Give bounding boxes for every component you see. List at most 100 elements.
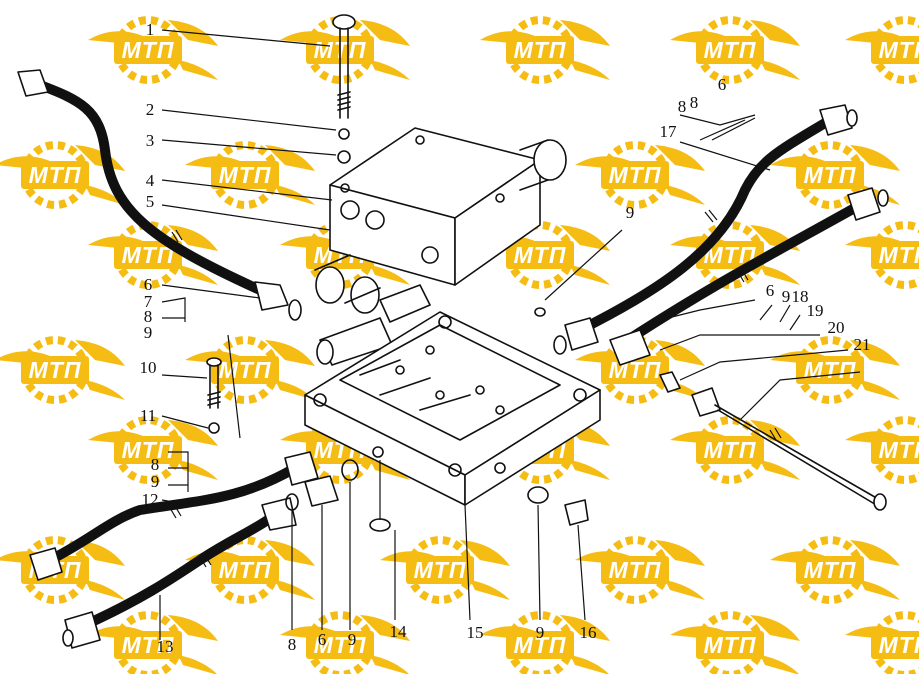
part-number-label: 6 — [718, 75, 727, 94]
part-number-label: 9 — [536, 623, 545, 642]
part-number-label: 15 — [467, 623, 484, 642]
watermark-text: МТП — [122, 37, 175, 63]
watermark-text: МТП — [704, 632, 757, 658]
watermark-logo: МТП — [185, 536, 315, 604]
watermark-text: МТП — [514, 632, 567, 658]
watermark-text: МТП — [29, 357, 82, 383]
part-number-label: 9 — [151, 472, 160, 491]
bolt-top — [332, 14, 356, 164]
watermark-text: МТП — [29, 162, 82, 188]
watermark-logo: МТП — [845, 416, 919, 484]
watermark-logo: МТП — [88, 16, 218, 84]
watermark-text: МТП — [514, 242, 567, 268]
watermark-logo: МТП — [575, 141, 705, 209]
part-number-label: 9 — [782, 287, 791, 306]
watermark-text: МТП — [414, 557, 467, 583]
watermark-logo: МТП — [185, 336, 315, 404]
part-number-label: 6 — [318, 630, 327, 649]
watermark-logo: МТП — [88, 416, 218, 484]
part-number-label: 9 — [144, 323, 153, 342]
part-number-label: 8 — [690, 93, 699, 112]
watermark-text: МТП — [314, 632, 367, 658]
watermark-logo: МТП — [280, 611, 410, 679]
part-number-label: 20 — [828, 318, 845, 337]
part-number-label: 11 — [140, 406, 156, 425]
break-marks — [169, 209, 782, 568]
hose-upper-right — [553, 104, 858, 355]
hose-lower-left — [29, 451, 319, 581]
watermark-logo: МТП — [845, 221, 919, 289]
part-number-label: 7 — [144, 292, 153, 311]
watermark-logo: МТП — [88, 221, 218, 289]
part-number-label: 5 — [146, 192, 155, 211]
part-number-label: 16 — [580, 623, 597, 642]
part-number-label: 8 — [144, 307, 153, 326]
watermark-text: МТП — [219, 162, 272, 188]
watermark-text: МТП — [122, 437, 175, 463]
watermark-logo: МТП — [0, 141, 125, 209]
long-rod — [659, 371, 887, 511]
part-number-label: 13 — [157, 637, 174, 656]
hose-right-middle — [609, 187, 889, 366]
watermark-text: МТП — [879, 437, 919, 463]
watermark-text: МТП — [704, 437, 757, 463]
part-number-label: 19 — [807, 301, 824, 320]
part-number-label: 6 — [766, 281, 775, 300]
part-number-label: 8 — [288, 635, 297, 654]
watermark-logo: МТП — [185, 141, 315, 209]
part-number-label: 21 — [854, 335, 871, 354]
watermark-logo: МТП — [770, 336, 900, 404]
watermark-logo: МТП — [845, 16, 919, 84]
watermark-logo: МТП — [480, 16, 610, 84]
part-number-label: 14 — [390, 622, 408, 641]
part-number-label: 17 — [660, 122, 678, 141]
watermark-text: МТП — [704, 37, 757, 63]
part-number-label: 4 — [146, 171, 155, 190]
watermark-logo: МТП — [770, 141, 900, 209]
valve-assembly — [17, 14, 889, 649]
part-number-label: 2 — [146, 100, 155, 119]
part-number-label: 12 — [142, 490, 159, 509]
watermark-logo: МТП — [88, 611, 218, 679]
watermark-logo: МТП — [670, 611, 800, 679]
watermark-logo: МТП — [380, 536, 510, 604]
watermark-text: МТП — [219, 357, 272, 383]
part-number-label: 1 — [146, 20, 155, 39]
control-valve-block — [314, 127, 567, 366]
front-fittings — [285, 307, 589, 532]
watermark-logo: МТП — [670, 416, 800, 484]
watermark-logo: МТП — [845, 611, 919, 679]
hose-upper-left — [17, 69, 302, 321]
watermark-logo: МТП — [0, 336, 125, 404]
part-number-label: 18 — [792, 287, 809, 306]
watermark-text: МТП — [879, 632, 919, 658]
part-number-label: 8 — [151, 455, 160, 474]
part-number-label: 8 — [678, 97, 687, 116]
watermark-logo: МТП — [480, 611, 610, 679]
leader-lines — [159, 29, 861, 640]
watermark-text: МТП — [122, 242, 175, 268]
watermark-logo: МТП — [670, 16, 800, 84]
watermark-text: МТП — [609, 557, 662, 583]
watermark-text: МТП — [879, 242, 919, 268]
watermark-text: МТП — [879, 37, 919, 63]
part-number-label: 10 — [140, 358, 157, 377]
watermark-logo: МТП — [770, 536, 900, 604]
watermark-text: МТП — [804, 557, 857, 583]
part-number-label: 6 — [144, 275, 153, 294]
watermark-text: МТП — [804, 162, 857, 188]
part-number-label: 9 — [626, 203, 635, 222]
part-number-label: 9 — [348, 630, 357, 649]
watermark-text: МТП — [122, 632, 175, 658]
watermark-logo: МТП — [575, 536, 705, 604]
base-plate — [304, 311, 601, 506]
watermark-text: МТП — [219, 557, 272, 583]
part-number-label: 3 — [146, 131, 155, 150]
watermark-text: МТП — [514, 37, 567, 63]
watermark-text: МТП — [804, 357, 857, 383]
watermark-text: МТП — [609, 162, 662, 188]
watermark-text: МТП — [609, 357, 662, 383]
